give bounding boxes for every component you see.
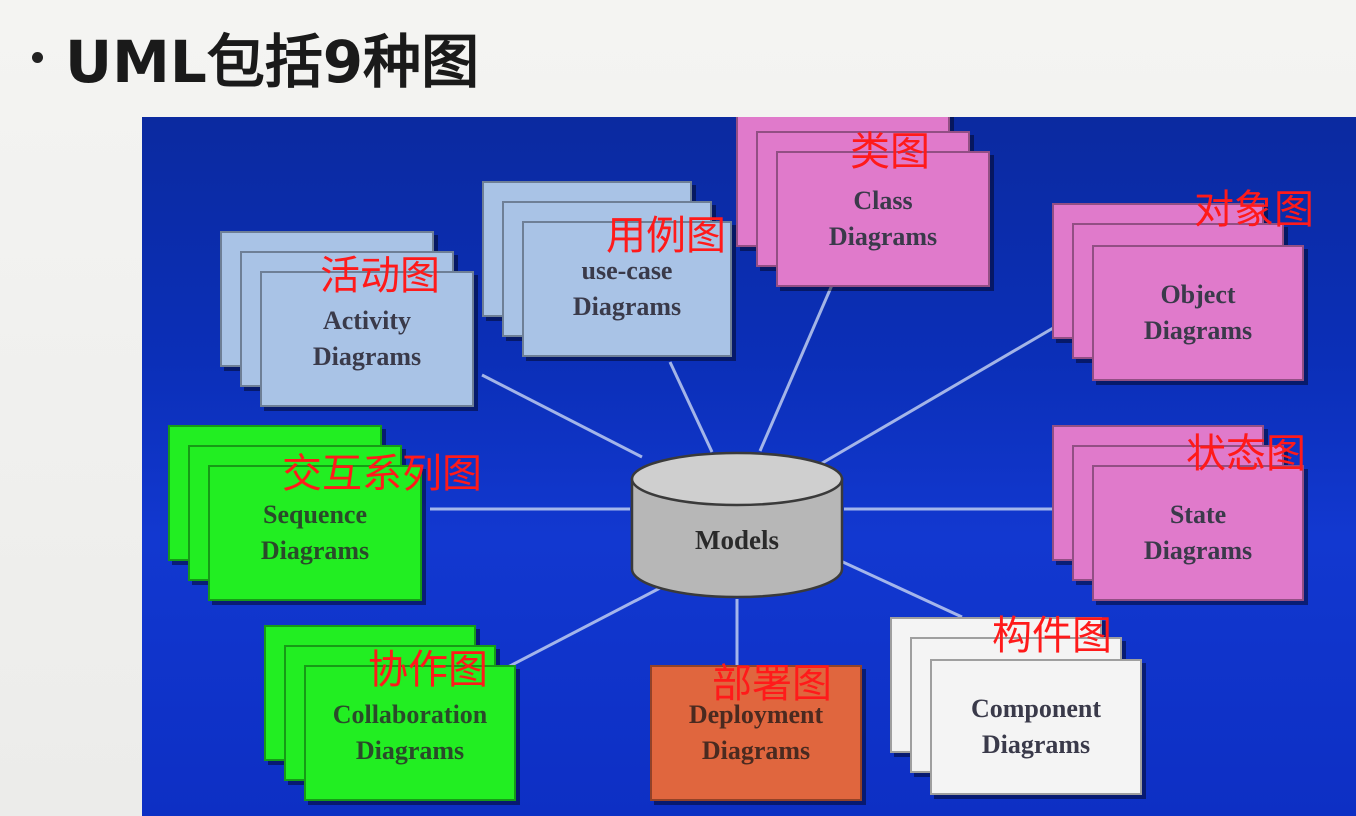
models-cylinder[interactable]: Models (630, 451, 844, 599)
annotation-state: 状态图 (1186, 431, 1306, 477)
class-line1: Class (853, 186, 913, 215)
collaboration-diagrams-stack: Collaboration Diagrams (264, 625, 518, 801)
class-diagrams-stack: Class Diagrams (736, 117, 992, 287)
object-line1: Object (1160, 280, 1236, 309)
sequence-diagrams-stack: Sequence Diagrams (168, 425, 424, 601)
collaboration-line1: Collaboration (332, 700, 488, 729)
class-line2: Diagrams (828, 222, 938, 251)
bullet-icon (32, 51, 43, 63)
annotation-object: 对象图 (1194, 187, 1314, 233)
collaboration-line2: Diagrams (355, 736, 465, 765)
deployment-diagrams-card[interactable]: Deployment Diagrams (650, 665, 862, 801)
connector-object (811, 315, 1073, 471)
use-case-diagrams-stack: use-case Diagrams (482, 181, 736, 357)
component-diagrams-stack: Component Diagrams (890, 617, 1142, 795)
object-diagrams-card[interactable]: Object Diagrams (1092, 245, 1304, 381)
uml-diagram-panel: Activity Diagrams use-case Diagrams Clas… (142, 117, 1356, 816)
models-label: Models (695, 525, 779, 555)
page-title: UML包括9种图 (65, 28, 480, 96)
component-line1: Component (970, 694, 1101, 723)
annotation-collaboration: 协作图 (368, 647, 488, 693)
deployment-diagrams-stack: Deployment Diagrams (650, 665, 862, 801)
component-line2: Diagrams (981, 730, 1091, 759)
state-diagrams-stack: State Diagrams (1052, 425, 1306, 601)
use-case-line2: Diagrams (572, 292, 682, 321)
annotation-class: 类图 (850, 129, 930, 175)
use-case-diagrams-card[interactable]: use-case Diagrams (522, 221, 732, 357)
annotation-sequence: 交互系列图 (282, 451, 482, 497)
connector-lines (430, 284, 1073, 672)
sequence-line1: Sequence (263, 500, 367, 529)
activity-line2: Diagrams (312, 342, 422, 371)
activity-line1: Activity (322, 306, 412, 335)
annotation-use-case: 用例图 (606, 213, 726, 259)
deployment-line1: Deployment (688, 700, 824, 729)
activity-diagrams-stack: Activity Diagrams (220, 231, 474, 407)
sequence-diagrams-card[interactable]: Sequence Diagrams (208, 465, 422, 601)
state-diagrams-card[interactable]: State Diagrams (1092, 465, 1304, 601)
annotation-activity: 活动图 (320, 253, 440, 299)
state-line1: State (1169, 500, 1227, 529)
use-case-line1: use-case (581, 256, 673, 285)
object-diagrams-stack: Object Diagrams (1052, 203, 1306, 381)
object-line2: Diagrams (1143, 316, 1253, 345)
annotation-component: 构件图 (992, 613, 1112, 659)
database-icon (630, 451, 844, 599)
connector-class (758, 284, 834, 452)
deployment-line2: Diagrams (701, 736, 811, 765)
page-title-row: UML包括9种图 (32, 22, 479, 96)
sequence-line2: Diagrams (260, 536, 370, 565)
class-diagrams-card[interactable]: Class Diagrams (776, 151, 990, 287)
connector-collaboration (501, 585, 663, 672)
connector-activity (481, 373, 643, 459)
component-diagrams-card[interactable]: Component Diagrams (930, 659, 1142, 795)
activity-diagrams-card[interactable]: Activity Diagrams (260, 271, 474, 407)
state-line2: Diagrams (1143, 536, 1253, 565)
annotation-deployment: 部署图 (712, 661, 832, 707)
collaboration-diagrams-card[interactable]: Collaboration Diagrams (304, 665, 516, 801)
connector-component (831, 555, 963, 619)
connector-use-case (668, 361, 714, 453)
